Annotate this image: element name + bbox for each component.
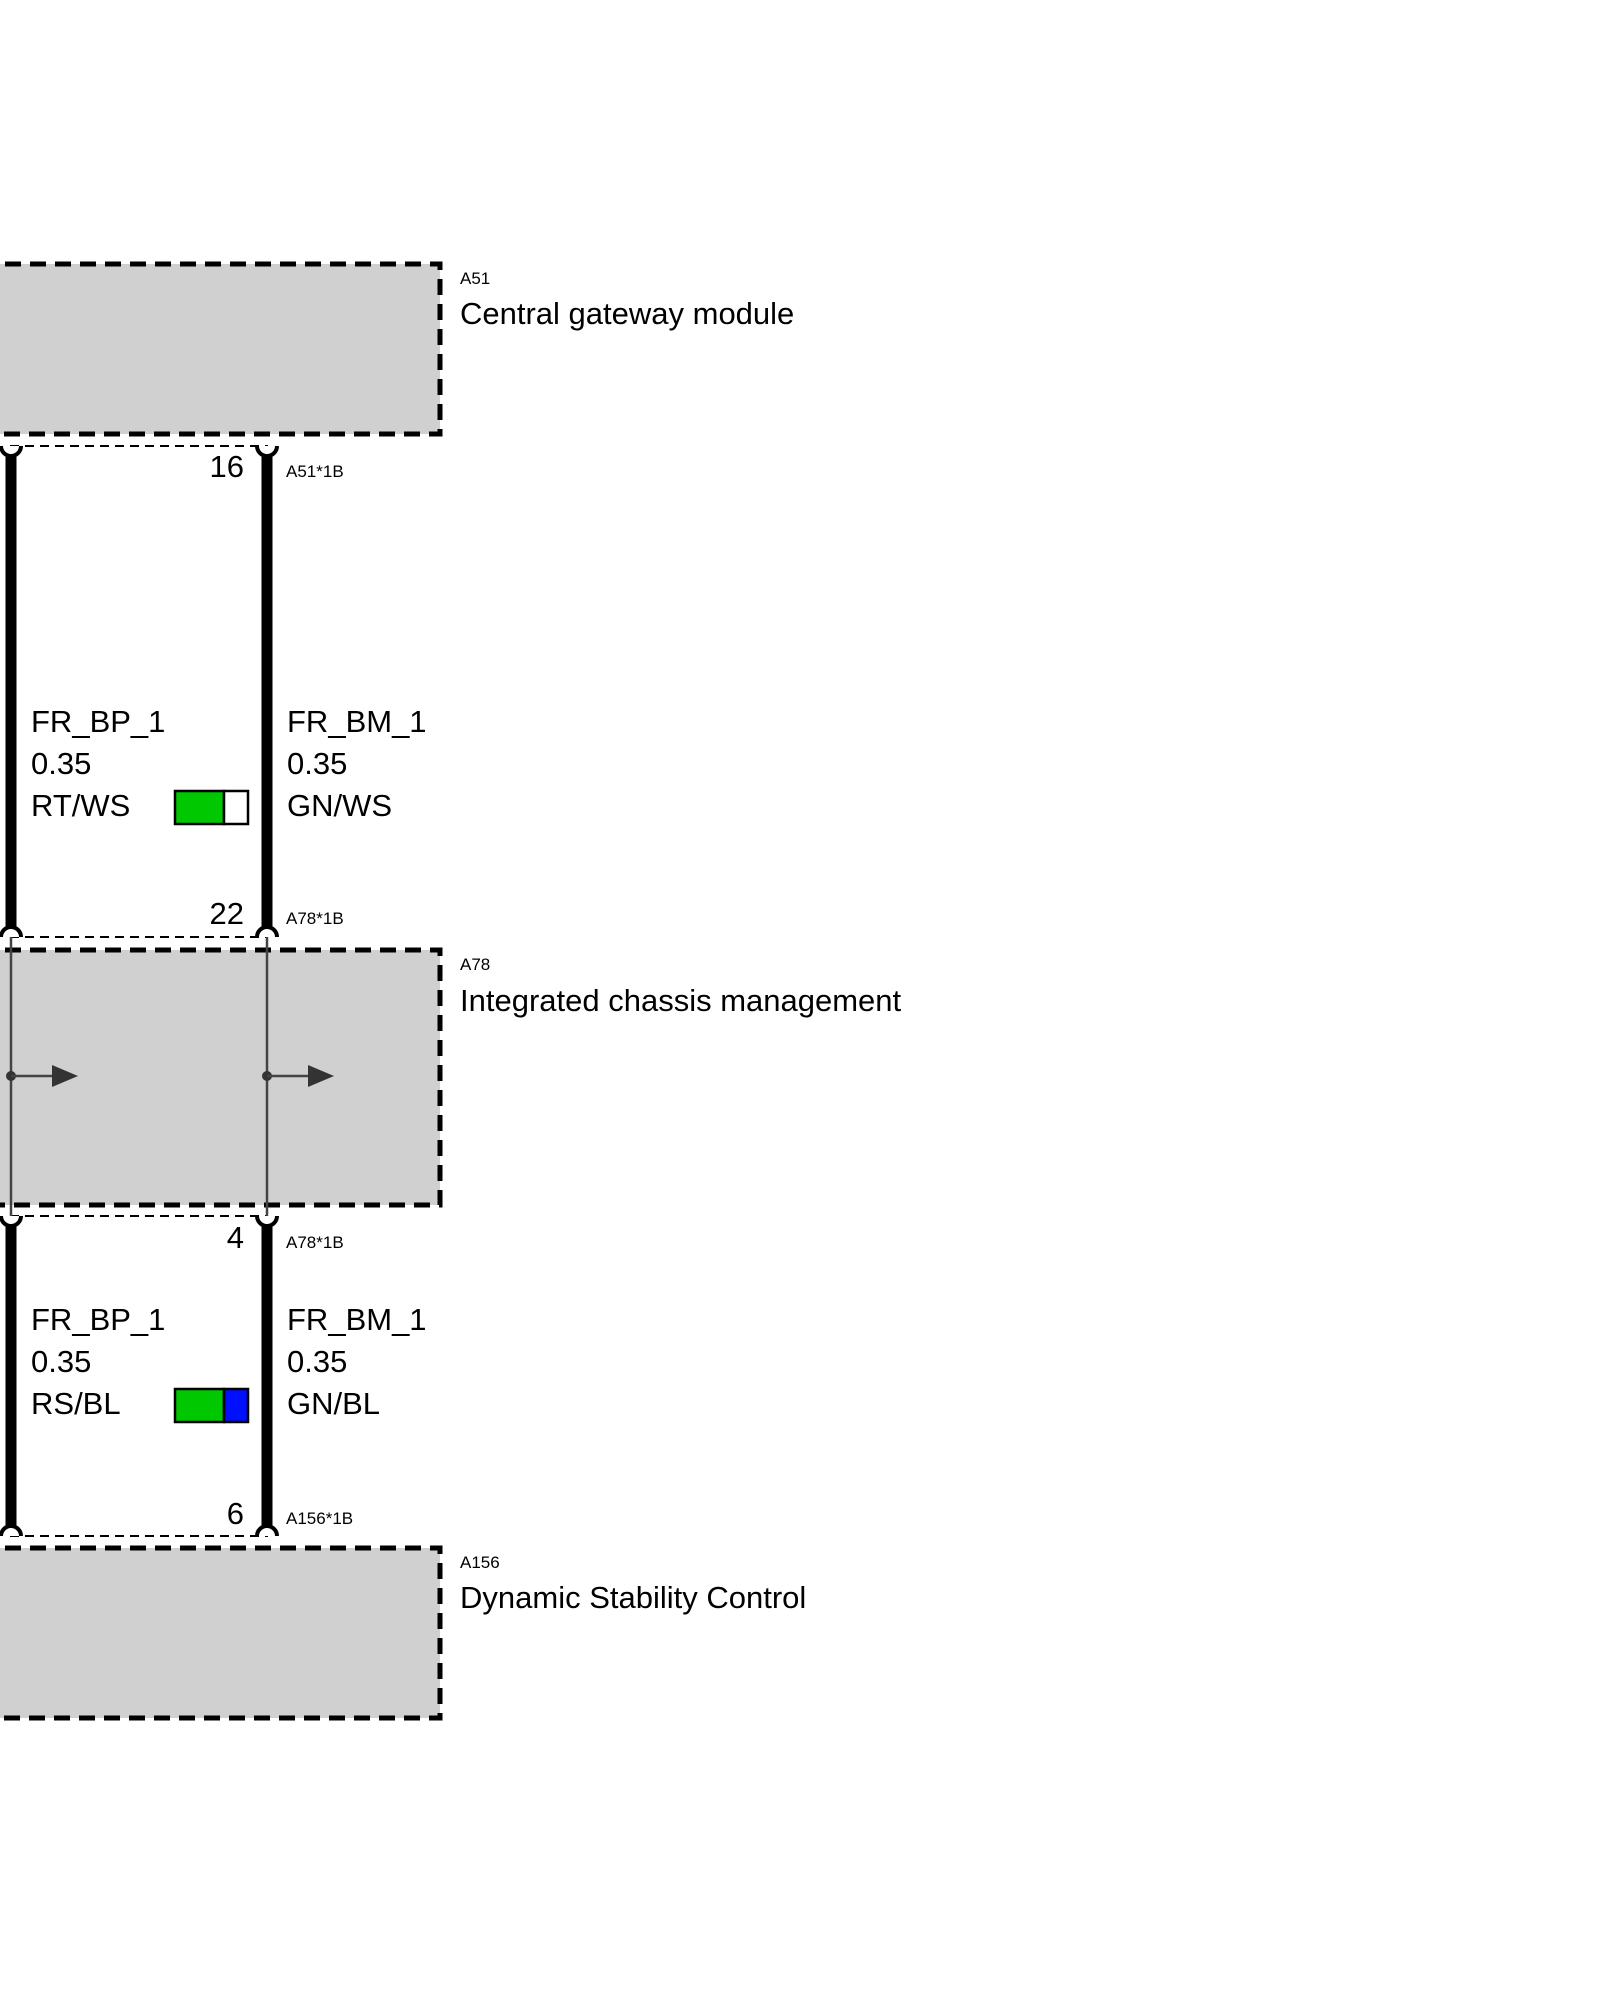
wire-size-upper-right: 0.35 <box>287 746 347 781</box>
arrow-head-right <box>308 1065 334 1087</box>
wire-color-lower-right: GN/BL <box>287 1386 380 1421</box>
wire-name-lower-right: FR_BM_1 <box>287 1302 427 1337</box>
pin-number-a78-top: 22 <box>210 896 244 931</box>
pin-cap-a156-right <box>255 1524 279 1537</box>
connector-label-a51: A51*1B <box>286 462 344 481</box>
pin-cap-a51-left <box>0 445 23 458</box>
color-swatch-upper-primary <box>173 789 226 826</box>
module-a78-id: A78 <box>460 955 490 974</box>
wire-size-lower-left: 0.35 <box>31 1344 91 1379</box>
pin-cap-a156-left <box>0 1524 23 1537</box>
wire-color-upper-right: GN/WS <box>287 788 392 823</box>
wire-size-upper-left: 0.35 <box>31 746 91 781</box>
module-a156-id: A156 <box>460 1553 500 1572</box>
color-swatch-lower-primary <box>173 1387 226 1424</box>
module-a51-name: Central gateway module <box>460 296 794 331</box>
wire-name-upper-left: FR_BP_1 <box>31 704 165 739</box>
module-a78-name: Integrated chassis management <box>460 983 902 1018</box>
pin-cap-a78-bottom-right <box>255 1215 279 1228</box>
connector-label-a78-bottom: A78*1B <box>286 1233 344 1252</box>
color-swatch-upper-secondary <box>222 789 250 826</box>
module-a51-box <box>0 261 443 437</box>
pin-number-a156: 6 <box>227 1496 244 1531</box>
module-a51-id: A51 <box>460 269 490 288</box>
pin-cap-a78-bottom-left <box>0 1215 23 1228</box>
pin-number-a78-bottom: 4 <box>227 1220 244 1255</box>
wire-color-lower-left: RS/BL <box>31 1386 121 1421</box>
arrow-head-left <box>52 1065 78 1087</box>
connector-label-a78-top: A78*1B <box>286 909 344 928</box>
pin-cap-a51-right <box>255 445 279 458</box>
wire-size-lower-right: 0.35 <box>287 1344 347 1379</box>
wire-name-lower-left: FR_BP_1 <box>31 1302 165 1337</box>
color-swatch-lower-secondary <box>222 1387 250 1424</box>
wire-color-upper-left: RT/WS <box>31 788 130 823</box>
pin-cap-a78-top-left <box>0 925 23 938</box>
pin-cap-a78-top-right <box>255 925 279 938</box>
connector-label-a156: A156*1B <box>286 1509 353 1528</box>
module-a156-name: Dynamic Stability Control <box>460 1580 806 1615</box>
pin-number-a51: 16 <box>210 449 244 484</box>
wire-name-upper-right: FR_BM_1 <box>287 704 427 739</box>
module-a156-box <box>0 1545 443 1721</box>
